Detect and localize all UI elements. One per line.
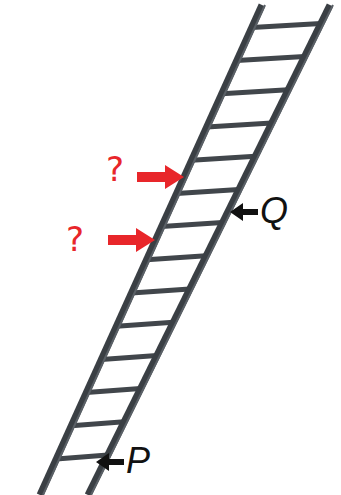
- force-arrow: [137, 165, 184, 189]
- ladder-rung: [162, 223, 223, 227]
- force-label: P: [126, 443, 150, 479]
- rail-highlight: [43, 5, 265, 495]
- ladder-rail: [40, 5, 262, 495]
- unknown-force-label: ?: [66, 222, 84, 256]
- ladder-rung: [237, 57, 305, 61]
- ladder-rung: [86, 389, 140, 393]
- ladder-rung: [222, 90, 288, 94]
- rail-highlight: [91, 5, 333, 495]
- ladder-rung: [207, 123, 272, 127]
- ladder-rail: [88, 5, 330, 495]
- ladder-rung: [71, 422, 124, 426]
- force-arrow: [108, 228, 155, 252]
- ladder-rung: [177, 189, 239, 193]
- ladder-rung: [192, 156, 256, 160]
- ladder-rung: [101, 355, 156, 359]
- ladder-rung: [117, 322, 174, 326]
- force-label: Q: [260, 193, 288, 229]
- ladder-rung: [56, 455, 108, 459]
- unknown-force-label: ?: [106, 152, 124, 186]
- force-arrow: [96, 453, 124, 471]
- force-arrow: [230, 203, 258, 221]
- ladder-rung: [147, 256, 207, 260]
- ladder-rung: [252, 23, 321, 27]
- ladder-rung: [132, 289, 190, 293]
- ladder-rungs: [56, 23, 321, 459]
